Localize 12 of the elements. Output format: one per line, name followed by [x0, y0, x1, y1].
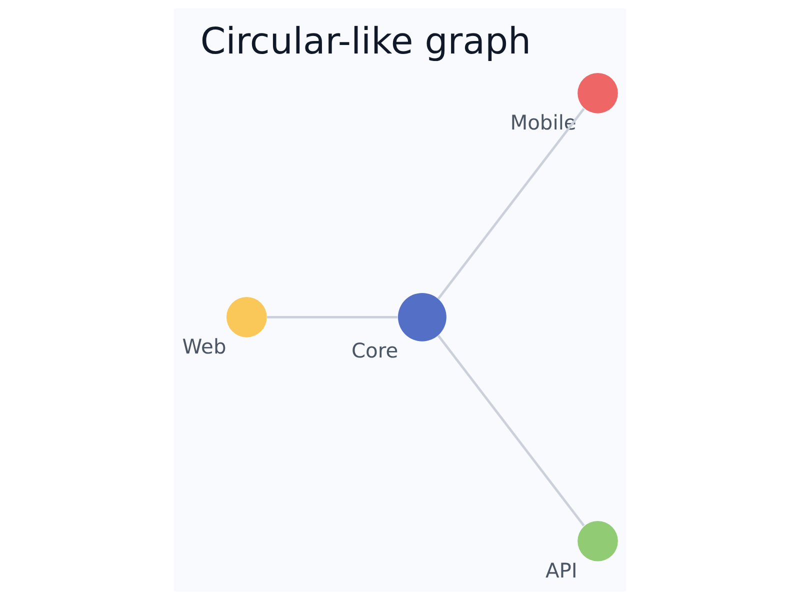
node-circle [226, 296, 267, 338]
diagram-title: Circular-like graph [200, 20, 532, 63]
node-circle [398, 292, 446, 342]
node-label: Core [351, 338, 398, 363]
node-circle [578, 520, 618, 562]
connector [437, 334, 585, 526]
node-label: Web [182, 334, 226, 358]
connector [267, 316, 398, 318]
node-label: Mobile [510, 110, 576, 134]
connector [437, 108, 585, 300]
node-label: API [545, 558, 578, 582]
node-circle [578, 73, 618, 114]
